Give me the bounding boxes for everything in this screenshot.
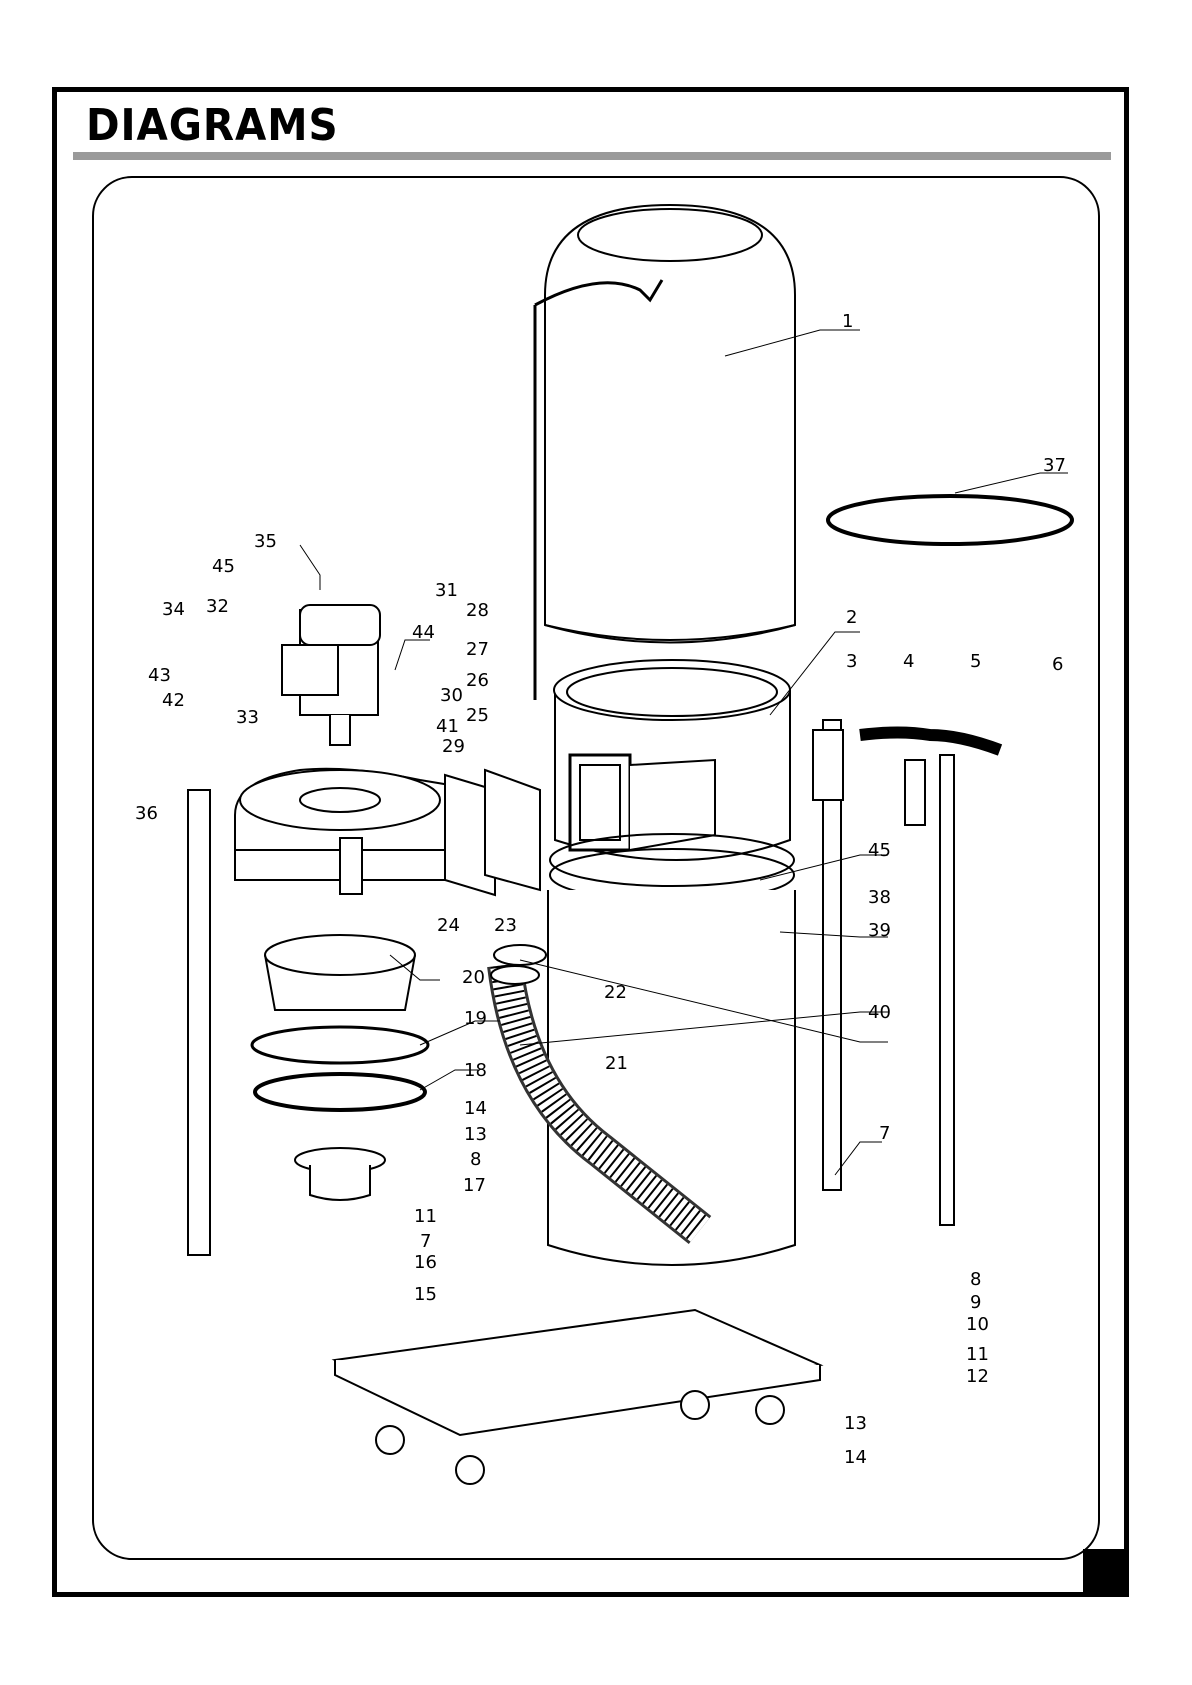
callout-33: 33: [236, 707, 259, 728]
callout-9: 9: [970, 1292, 981, 1313]
callout-2: 2: [846, 607, 857, 628]
impeller: [265, 935, 415, 1010]
motor: [282, 605, 380, 745]
gasket: [252, 1027, 428, 1063]
callout-28: 28: [466, 600, 489, 621]
callout-41: 41: [436, 716, 459, 737]
callout-31: 31: [435, 580, 458, 601]
callout-8-bottom: 8: [970, 1269, 981, 1290]
mobile-base: [335, 1310, 820, 1484]
callout-44: 44: [412, 622, 435, 643]
callout-8-top: 8: [470, 1149, 481, 1170]
callout-14-top: 14: [464, 1098, 487, 1119]
callout-12: 12: [966, 1366, 989, 1387]
callout-3: 3: [846, 651, 857, 672]
filter-bag: [535, 205, 795, 700]
callout-42: 42: [162, 690, 185, 711]
clamp-band: [828, 496, 1072, 544]
callout-38: 38: [868, 887, 891, 908]
callout-25: 25: [466, 705, 489, 726]
callout-5: 5: [970, 651, 981, 672]
callout-36: 36: [135, 803, 158, 824]
callout-32: 32: [206, 596, 229, 617]
callout-35: 35: [254, 531, 277, 552]
callout-4: 4: [903, 651, 914, 672]
callout-19: 19: [464, 1008, 487, 1029]
callout-39: 39: [868, 920, 891, 941]
callout-45-top: 45: [212, 556, 235, 577]
callout-34: 34: [162, 599, 185, 620]
callout-14-bottom: 14: [844, 1447, 867, 1468]
frame-leg-left: [188, 790, 210, 1255]
callout-18: 18: [464, 1060, 487, 1081]
upper-ring: [554, 660, 790, 860]
callout-17: 17: [463, 1175, 486, 1196]
callout-26: 26: [466, 670, 489, 691]
callout-15: 15: [414, 1284, 437, 1305]
blower-housing: [235, 769, 480, 894]
callout-7-top: 7: [879, 1123, 890, 1144]
callout-6: 6: [1052, 654, 1063, 675]
callout-40: 40: [868, 1002, 891, 1023]
callout-37: 37: [1043, 455, 1066, 476]
callout-45-mid: 45: [868, 840, 891, 861]
callout-30: 30: [440, 685, 463, 706]
callout-20: 20: [462, 967, 485, 988]
callout-1: 1: [842, 311, 853, 332]
callout-29: 29: [442, 736, 465, 757]
callout-11-top: 11: [414, 1206, 437, 1227]
callout-23: 23: [494, 915, 517, 936]
callout-22: 22: [604, 982, 627, 1003]
callout-24: 24: [437, 915, 460, 936]
callout-43: 43: [148, 665, 171, 686]
callout-11-bottom: 11: [966, 1344, 989, 1365]
callout-13-top: 13: [464, 1124, 487, 1145]
callout-27: 27: [466, 639, 489, 660]
callout-7-bottom: 7: [420, 1231, 431, 1252]
motor-plate: [255, 1074, 425, 1110]
inlet-collar: [295, 1148, 385, 1200]
callout-10: 10: [966, 1314, 989, 1335]
callout-13-bottom: 13: [844, 1413, 867, 1434]
callout-21: 21: [605, 1053, 628, 1074]
callout-16: 16: [414, 1252, 437, 1273]
